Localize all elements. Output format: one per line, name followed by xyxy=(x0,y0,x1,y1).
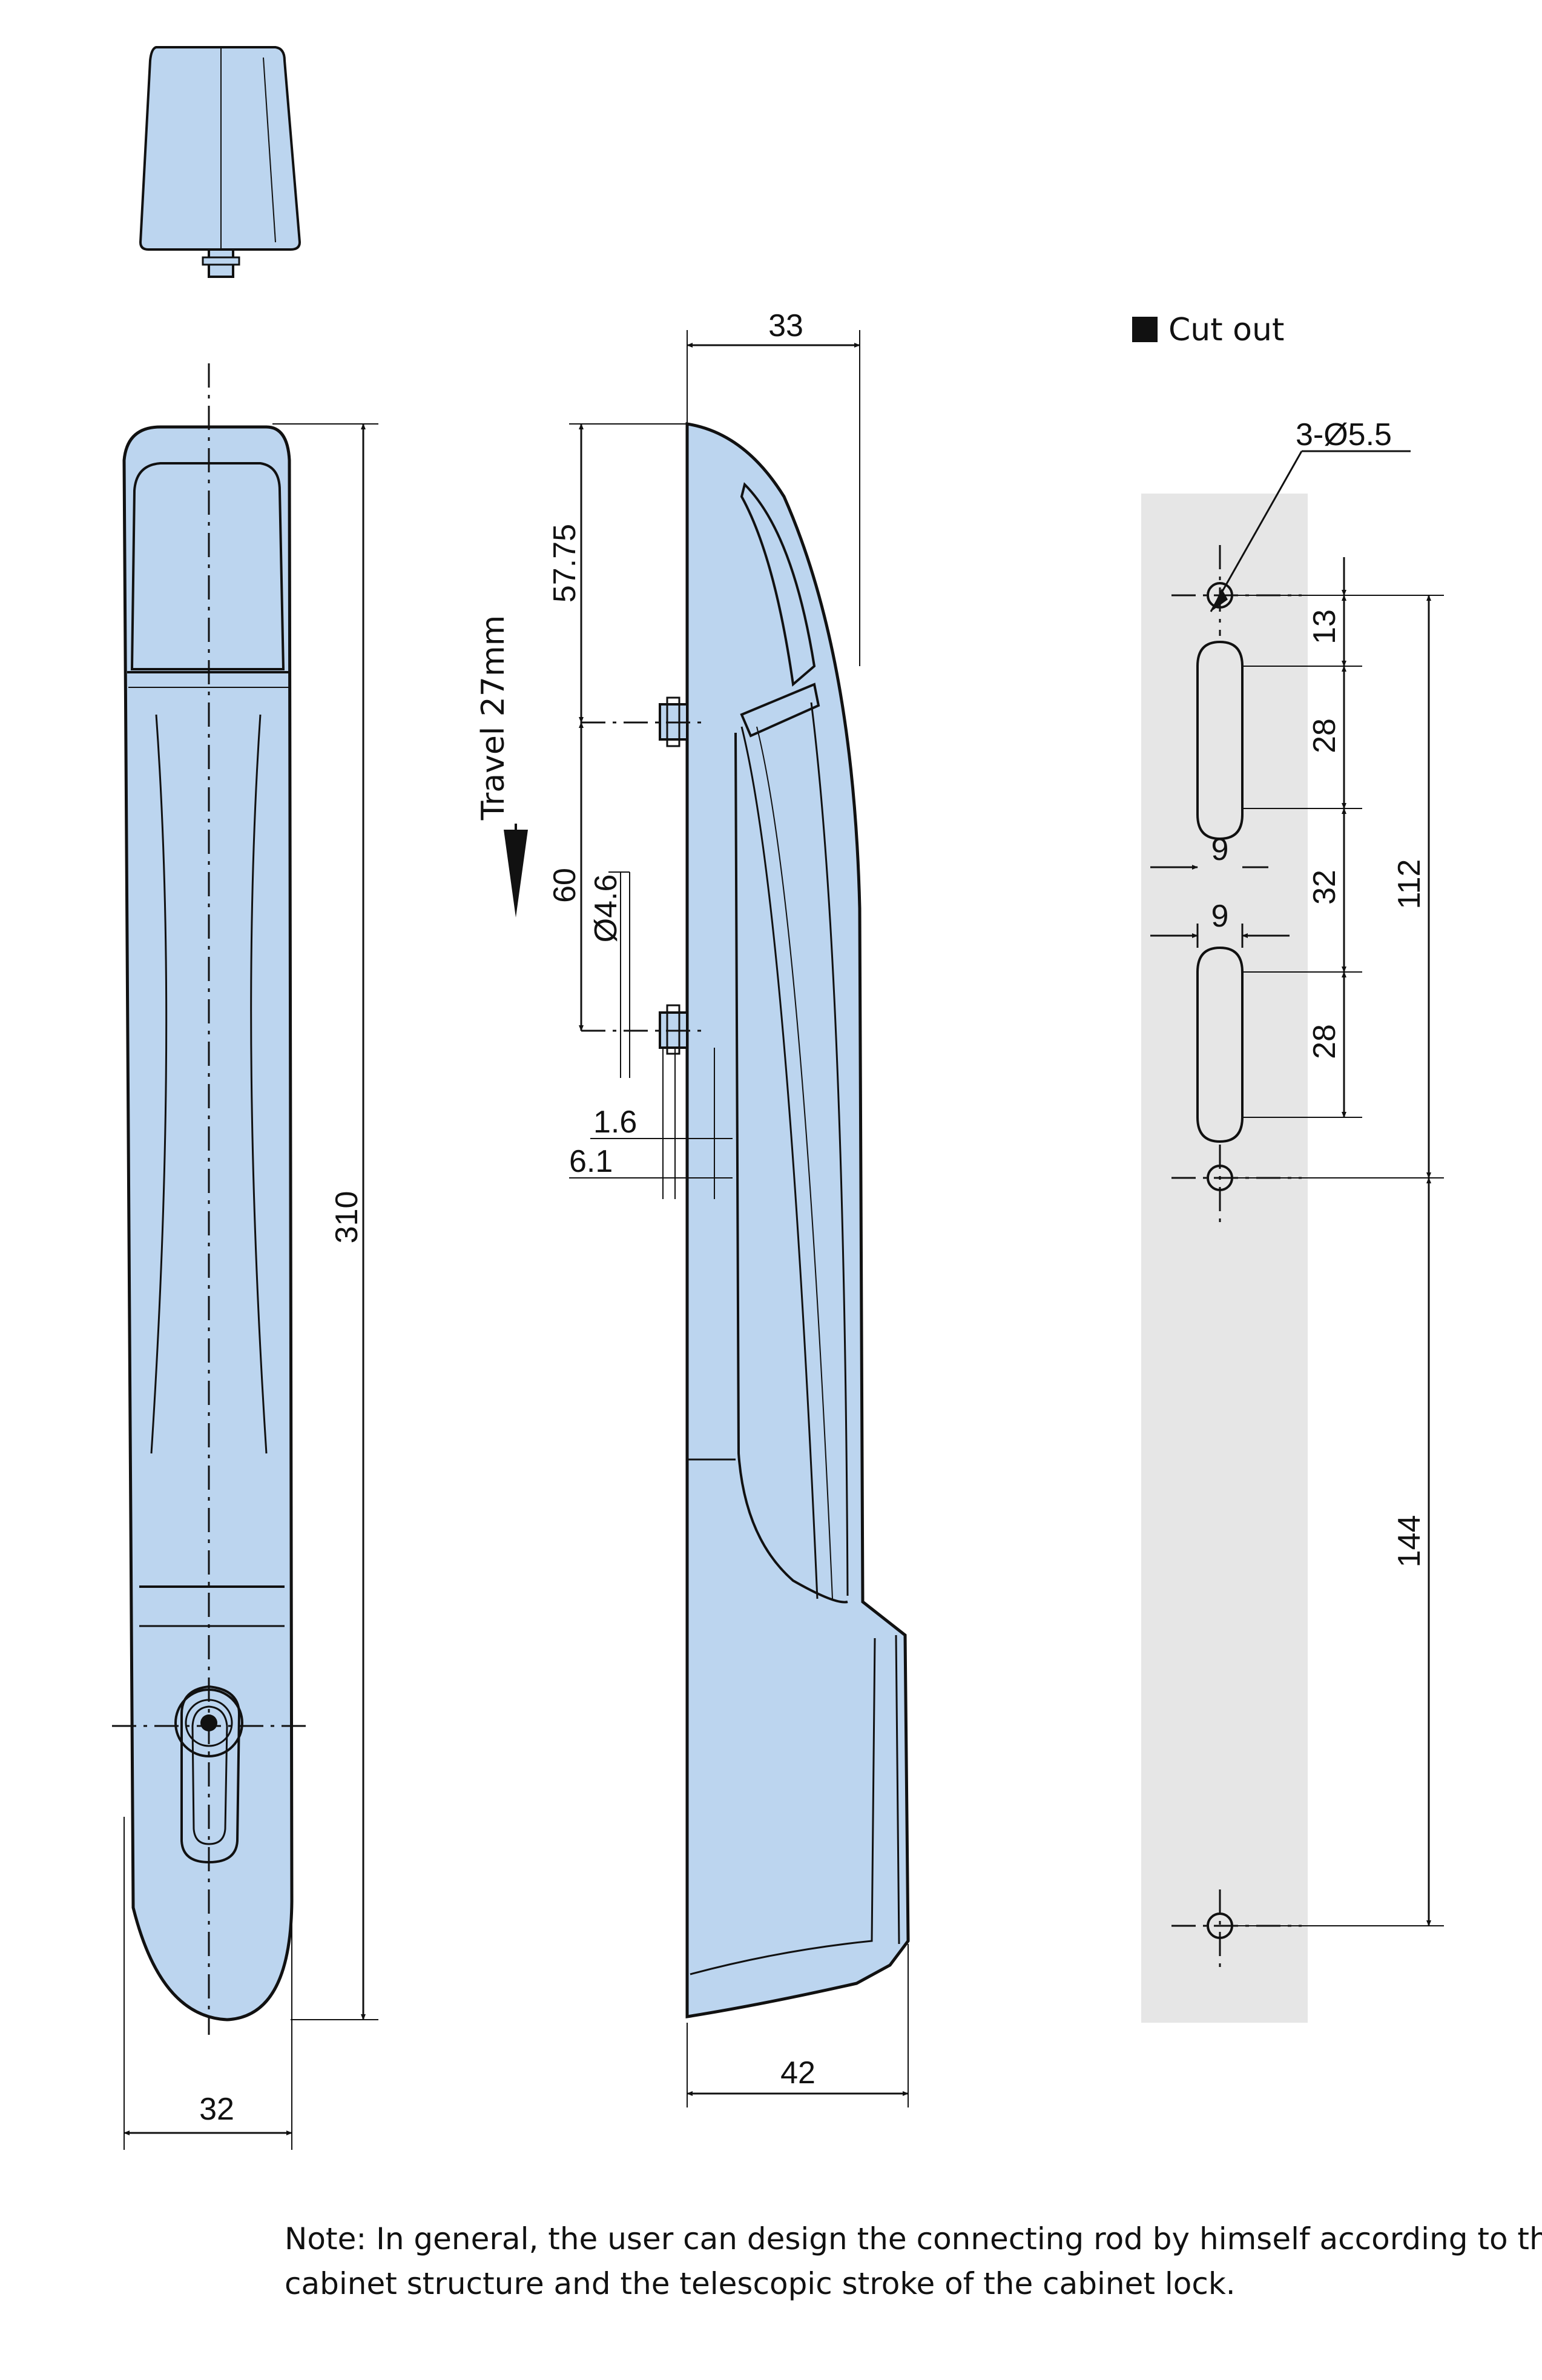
cutout-title: Cut out xyxy=(1168,312,1284,348)
cutout-13-dim: 13 xyxy=(1307,609,1342,644)
cutout-112-dim: 112 xyxy=(1392,859,1427,910)
handle-cap xyxy=(139,46,301,278)
travel-label: Travel 27mm xyxy=(475,615,512,821)
cutout-28-upper-dim: 28 xyxy=(1307,718,1342,753)
travel-arrow-icon xyxy=(504,830,528,917)
bore-diameter-label: Ø4.6 xyxy=(588,874,624,943)
side-depth-top-dim: 33 xyxy=(768,308,803,343)
cutout-144-dim: 144 xyxy=(1392,1515,1427,1568)
side-depth-bottom-dim: 42 xyxy=(780,2055,815,2091)
note-line-1: Note: In general, the user can design th… xyxy=(285,2221,1542,2256)
overall-length-dim: 310 xyxy=(329,1191,364,1244)
handle-side-view xyxy=(685,422,910,2018)
thickness-b-dim: 6.1 xyxy=(569,1144,613,1179)
stud-spacing-dim: 60 xyxy=(547,868,582,903)
note-line-2: cabinet structure and the telescopic str… xyxy=(285,2266,1236,2301)
cutout-32-dim: 32 xyxy=(1307,870,1342,905)
cutout-panel xyxy=(1141,494,1308,2023)
cutout-28-lower-dim: 28 xyxy=(1307,1024,1342,1059)
holes-label: 3-Ø5.5 xyxy=(1296,417,1392,452)
mounting-stud-lower xyxy=(659,1004,688,1055)
stud-top-offset-dim: 57.75 xyxy=(547,524,582,603)
cutout-marker-icon xyxy=(1132,317,1158,342)
thickness-a-dim: 1.6 xyxy=(593,1105,637,1140)
note: Note: In general, the user can design th… xyxy=(285,2216,1542,2306)
front-width-dim: 32 xyxy=(199,2092,234,2127)
slot-width-upper-dim: 9 xyxy=(1211,832,1229,867)
slot-width-lower-dim: 9 xyxy=(1211,899,1229,934)
